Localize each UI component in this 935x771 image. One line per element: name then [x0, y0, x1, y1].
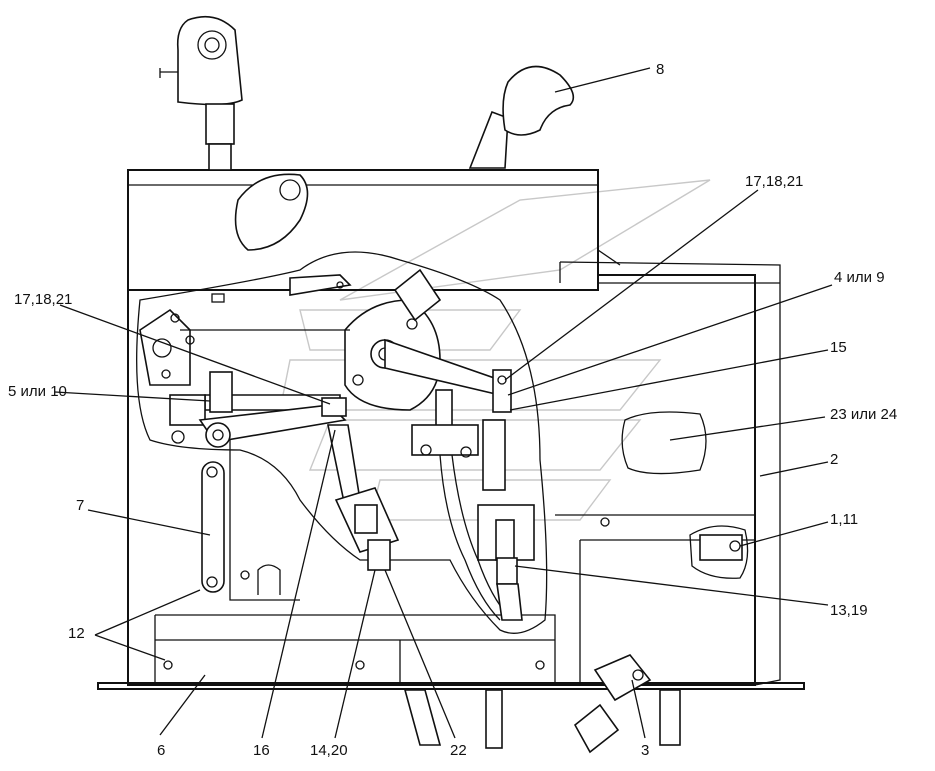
watermark-logo	[279, 179, 711, 521]
callout-17-18-21-right: 17,18,21	[745, 173, 803, 190]
center-cable-assembly	[411, 389, 535, 621]
cutout-openings	[136, 251, 749, 634]
callout-3: 3	[641, 742, 649, 759]
selector-mechanism	[344, 268, 512, 413]
callout-2: 2	[830, 451, 838, 468]
callout-1-11: 1,11	[830, 511, 858, 528]
callout-12: 12	[68, 625, 85, 642]
top-left-lever	[159, 15, 309, 251]
callout-13-19: 13,19	[830, 602, 868, 619]
bolt-assembly	[699, 534, 743, 561]
callout-15: 15	[830, 339, 847, 356]
bottom-pedals	[403, 654, 681, 754]
callout-8: 8	[656, 61, 664, 78]
housing	[97, 169, 805, 690]
callout-6: 6	[157, 742, 165, 759]
lever-knob-8	[468, 65, 575, 169]
rear-bracket	[211, 274, 352, 303]
callout-14-20: 14,20	[310, 742, 348, 759]
rod-assembly	[327, 424, 400, 571]
callout-7: 7	[76, 497, 84, 514]
callout-16: 16	[253, 742, 270, 759]
lever-7-plate	[201, 440, 300, 601]
callout-4-or-9: 4 или 9	[834, 269, 885, 286]
leader-lines	[54, 67, 833, 739]
callout-17-18-21-left: 17,18,21	[14, 291, 72, 308]
callout-labels: 8 17,18,21 17,18,21 4 или 9 5 или 10 15 …	[8, 61, 897, 759]
callout-23-or-24: 23 или 24	[830, 406, 897, 423]
left-link-assembly	[139, 308, 350, 448]
callout-5-or-10: 5 или 10	[8, 383, 67, 400]
callout-22: 22	[450, 742, 467, 759]
